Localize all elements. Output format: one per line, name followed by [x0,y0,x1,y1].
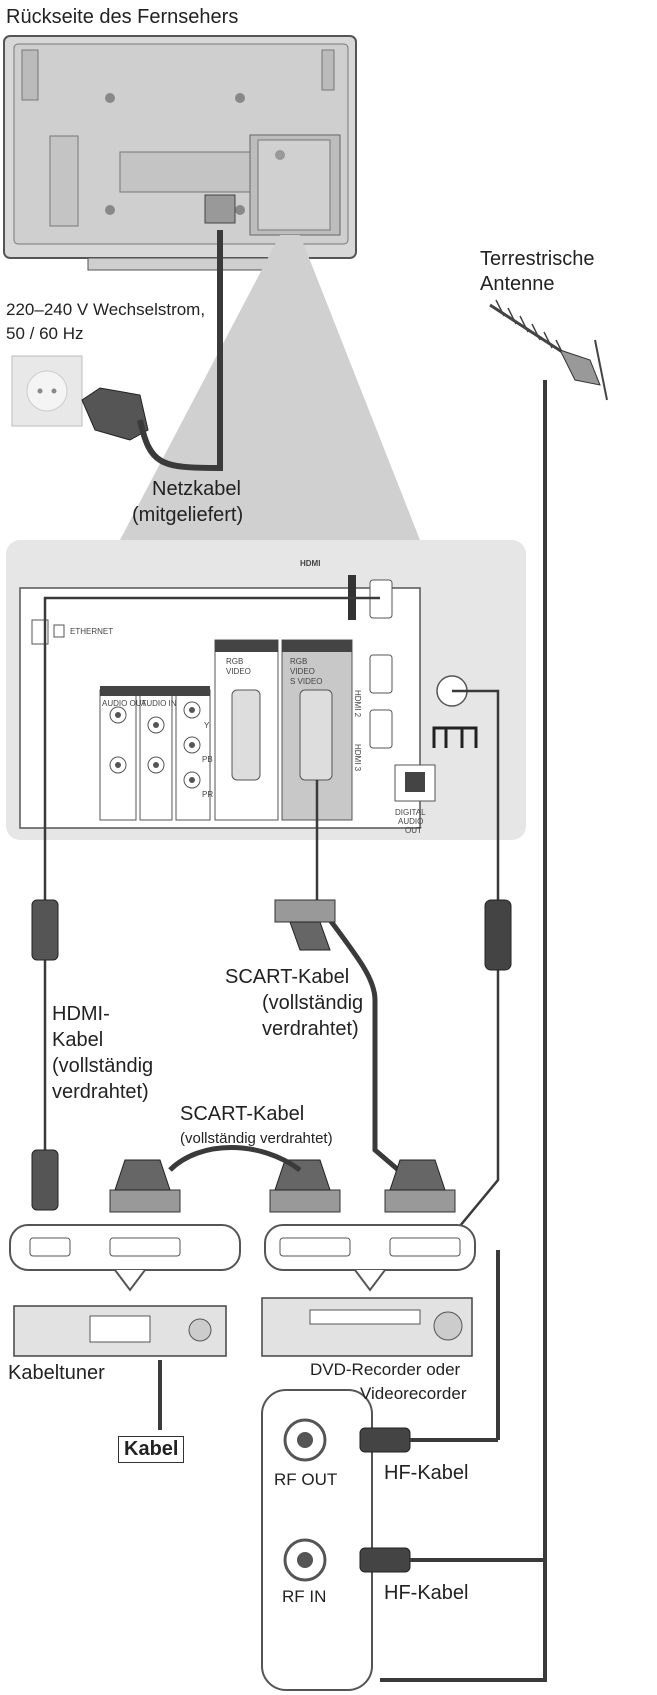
power-cable-line1: Netzkabel [152,478,241,500]
panel-av2-sub2: VIDEO [290,667,315,676]
rf-connector-top [484,899,512,971]
panel-component-label: COMPONENT [142,687,194,696]
scart-plug-rec-right [384,1159,456,1213]
antenna-line2: Antenne [480,273,555,295]
panel-comp-y: Y [204,721,210,730]
panel-av2-sub3: S VIDEO [290,677,322,686]
rf-plug-in [359,1547,545,1573]
panel-av2-sub1: RGB [290,657,307,666]
scart-plug-rec-left [269,1159,341,1213]
rf-ports-bubble [261,1389,373,1691]
panel-hdmi2: HDMI 2 [353,690,362,718]
power-cable-line2: (mitgeliefert) [132,504,244,526]
hdmi-cable-line4: verdrahtet) [52,1081,149,1103]
tv-back [3,35,357,271]
panel-av1-label: AV 1 [232,643,249,652]
connection-panel [6,540,526,840]
hdmi-connector-bottom [31,1149,59,1211]
tv-back-title: Rückseite des Fernsehers [6,6,239,28]
panel-ethernet-label: ETHERNET [70,627,113,636]
rf-in-label: RF IN [282,1587,327,1606]
hf-cable-1-label: HF-Kabel [384,1462,469,1484]
scart-cable2-line1: SCART-Kabel [180,1103,305,1125]
wall-socket [11,355,83,427]
hdmi-cable-line1: HDMI- [52,1003,110,1025]
cable-tuner-device [13,1305,227,1357]
panel-digital-3: OUT [405,826,422,835]
hdmi-connector-top [31,899,59,961]
panel-comp-pr: PR [202,790,213,799]
power-plug [81,230,223,472]
panel-digital-1: DIGITAL [395,808,426,817]
scart-cable-between [168,1145,302,1173]
rf-plug-out [359,1250,500,1453]
panel-hdmi3: HDMI 3 [353,744,362,772]
scart-cable2-line2: (vollständig verdrahtet) [180,1130,333,1147]
cable-box-label: Kabel [118,1436,185,1463]
recorder-line2: Videorecorder [360,1384,467,1403]
cable-tuner-label: Kabeltuner [8,1362,105,1384]
recorder-line1: DVD-Recorder oder [310,1360,461,1379]
scart-cable-line2: (vollständig [262,992,364,1014]
power-spec-line1: 220–240 V Wechselstrom, [6,300,206,319]
antenna-line1: Terrestrische [480,248,595,270]
scart-cable-line3: verdrahtet) [262,1018,359,1040]
recorder-ports-bubble [264,1224,476,1292]
scart-plug-tuner [109,1159,181,1213]
panel-av1-sub1: RGB [226,657,243,666]
hf-cable-2-label: HF-Kabel [384,1582,469,1604]
power-spec-line2: 50 / 60 Hz [6,324,84,343]
zoom-beam [120,235,420,540]
scart-plug-top [274,899,336,951]
panel-av2-label: AV 2 [302,643,319,652]
tuner-ports-bubble [9,1224,241,1292]
scart-cable-bend [327,918,412,1182]
panel-hdmi-logo: HDMI [300,559,320,568]
scart-cable-line1: SCART-Kabel [225,966,350,988]
hdmi-cable-line3: (vollständig [52,1055,154,1077]
antenna [489,299,608,401]
hdmi-cable-line2: Kabel [52,1029,104,1051]
panel-audio-out: AUDIO OUT [102,699,147,708]
rf-out-label: RF OUT [274,1470,338,1489]
recorder-device [261,1297,473,1357]
panel-digital-2: AUDIO [398,817,423,826]
hdmi-cable-line [43,596,380,1160]
panel-av1-sub2: VIDEO [226,667,251,676]
panel-audio-in: AUDIO IN [141,699,177,708]
antenna-cable [380,380,547,1682]
panel-comp-pb: PB [202,755,213,764]
